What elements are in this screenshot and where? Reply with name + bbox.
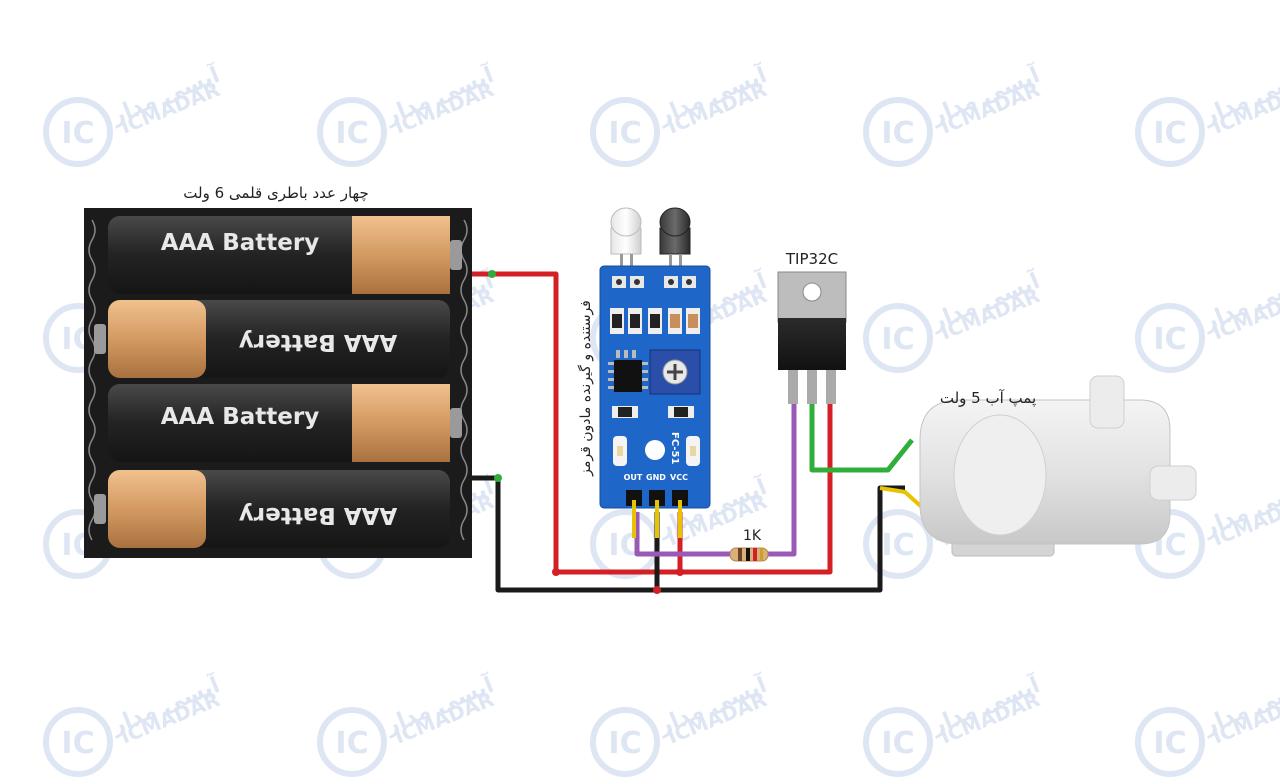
pin-label-out: OUT	[624, 473, 643, 482]
water-pump: پمپ آب 5 ولت	[919, 375, 1197, 557]
battery-cell-3: AAA Battery	[108, 384, 462, 462]
transistor-caption: TIP32C	[785, 250, 838, 268]
resistor-1k: 1K	[729, 528, 769, 562]
watermark-logo-icon	[863, 303, 933, 373]
mounting-hole	[645, 440, 665, 460]
watermark-logo-text: IC	[335, 116, 368, 151]
wire-yellow-pump	[879, 486, 927, 512]
watermark-logo-icon	[863, 509, 933, 579]
sensor-caption: فرستنده و گیرنده مادون قرمز	[577, 300, 594, 477]
watermark-logo-text: IC	[608, 726, 641, 761]
battery-cell-label: AAA Battery	[161, 230, 319, 256]
pump-caption: پمپ آب 5 ولت	[940, 389, 1036, 408]
wire-purple-base	[764, 400, 797, 557]
battery-pack-caption: چهار عدد باطری قلمی 6 ولت	[183, 184, 368, 202]
watermark-logo-text: IC	[881, 726, 914, 761]
watermark-logo-icon	[43, 97, 113, 167]
battery-cell-label: AAA Battery	[239, 329, 397, 355]
watermark-logo-icon	[590, 97, 660, 167]
sensor-model-label: FC-51	[669, 432, 680, 465]
watermark-logo-icon	[43, 707, 113, 777]
watermark-logo-text: IC	[608, 116, 641, 151]
potentiometer	[649, 349, 701, 395]
watermark-logo-icon	[863, 97, 933, 167]
watermark-logo-icon	[863, 707, 933, 777]
ir-emitter-led	[610, 207, 642, 276]
watermark-logo-icon	[1135, 303, 1205, 373]
ir-sensor-module: FC-51 OUT GND VCC فرستنده و گیرنده مادون…	[577, 207, 711, 538]
watermark-logo-icon	[1135, 97, 1205, 167]
wire-red-transistor	[680, 400, 833, 575]
battery-cell-label: AAA Battery	[239, 502, 397, 528]
resistor-caption: 1K	[743, 528, 762, 544]
watermark-logo-text: IC	[61, 116, 94, 151]
watermark-logo-icon	[317, 97, 387, 167]
watermark-logo-icon	[1135, 707, 1205, 777]
watermark-logo-text: IC	[881, 116, 914, 151]
spring-left	[88, 219, 96, 541]
wire-purple-out	[634, 512, 740, 557]
watermark-logo-text: IC	[1153, 322, 1186, 357]
watermark-logo-text: IC	[881, 528, 914, 563]
watermark-logo-text: IC	[881, 322, 914, 357]
wire-green-pump	[809, 400, 914, 473]
watermark-logo-icon	[317, 707, 387, 777]
battery-cell-1: AAA Battery	[108, 216, 462, 294]
watermark-logo-text: IC	[61, 726, 94, 761]
pin-label-gnd: GND	[646, 473, 666, 482]
transistor-tip32c: TIP32C	[777, 250, 847, 404]
watermark-logo-text: IC	[335, 726, 368, 761]
spring-right	[460, 219, 468, 541]
comparator-ic	[608, 350, 648, 392]
battery-pack: AAA Battery AAA Battery AAA Battery AAA …	[84, 184, 472, 558]
battery-cell-label: AAA Battery	[161, 404, 319, 430]
watermark-logo-text: IC	[1153, 726, 1186, 761]
battery-cell-4: AAA Battery	[94, 470, 450, 548]
watermark-logo-text: IC	[1153, 116, 1186, 151]
pin-label-vcc: VCC	[670, 473, 688, 482]
battery-cell-2: AAA Battery	[94, 300, 450, 378]
ir-receiver-led	[659, 207, 691, 276]
watermark-logo-icon	[590, 707, 660, 777]
wires	[472, 270, 927, 594]
